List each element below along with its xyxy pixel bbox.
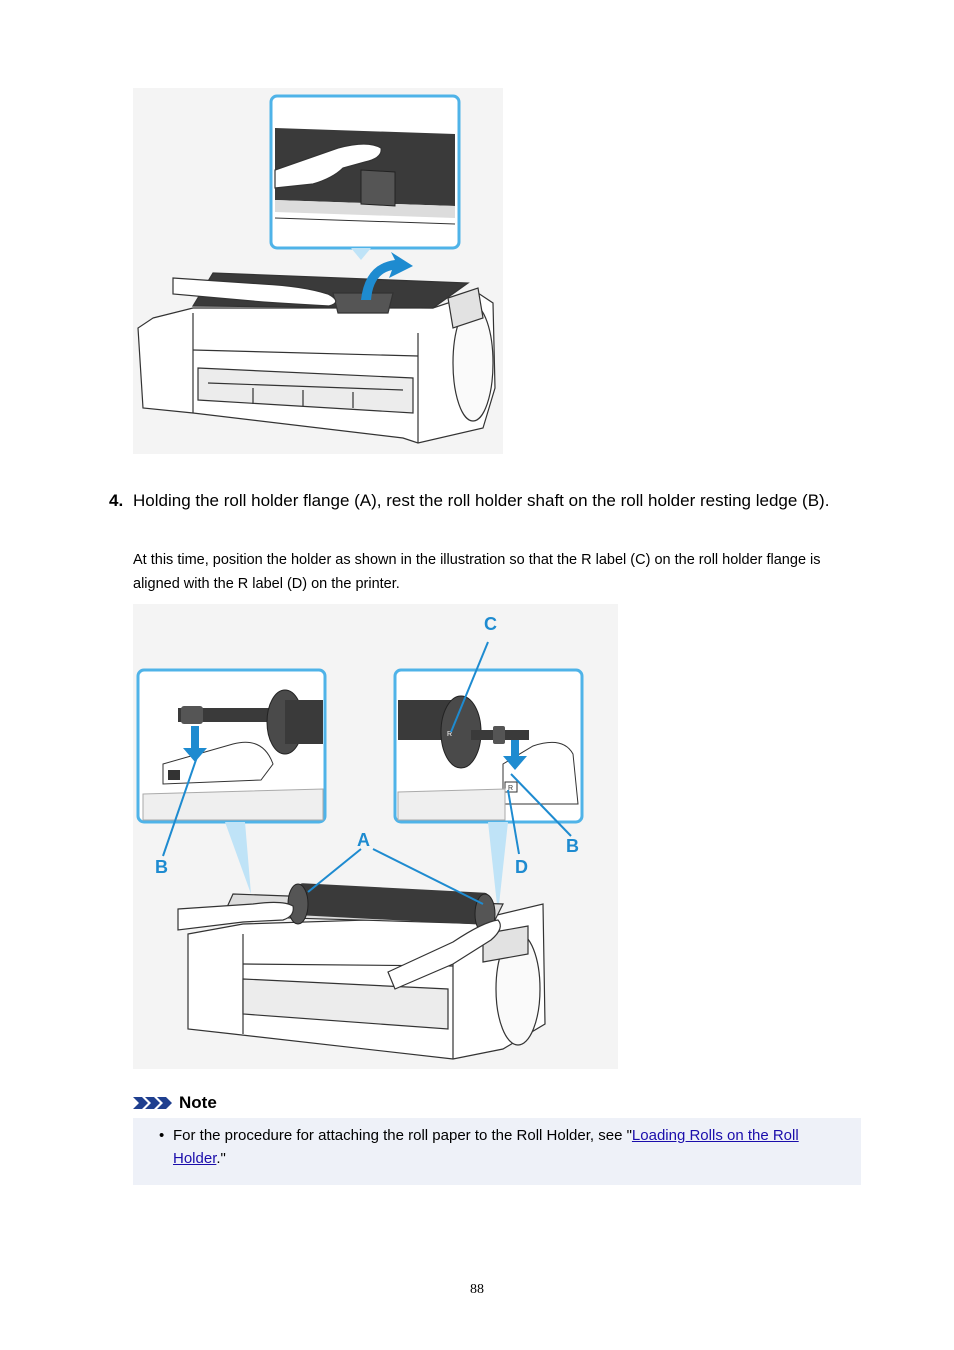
note-label: Note xyxy=(179,1093,217,1113)
step-instruction: Holding the roll holder flange (A), rest… xyxy=(133,487,849,514)
inset-drawing xyxy=(275,128,455,224)
illustration-rest-roll-holder: R R C A B B D xyxy=(133,604,618,1069)
page-number: 88 xyxy=(0,1282,954,1298)
callout-c: C xyxy=(484,614,497,634)
callout-a: A xyxy=(357,830,370,850)
step-detail: At this time, position the holder as sho… xyxy=(133,548,849,596)
callout-d: D xyxy=(515,857,528,877)
note-item: For the procedure for attaching the roll… xyxy=(173,1124,843,1170)
step-4: 4. Holding the roll holder flange (A), r… xyxy=(109,487,849,514)
callout-b-right: B xyxy=(566,836,579,856)
note-text-before: For the procedure for attaching the roll… xyxy=(173,1127,632,1144)
note-bullet: • xyxy=(159,1124,164,1147)
note-heading: Note xyxy=(133,1091,217,1115)
illustration-open-top-cover xyxy=(133,88,503,454)
note-box: • For the procedure for attaching the ro… xyxy=(133,1118,861,1185)
note-chevrons-icon xyxy=(133,1095,173,1111)
note-text-after: ." xyxy=(216,1150,226,1167)
step-number: 4. xyxy=(109,487,123,514)
callout-b-left: B xyxy=(155,857,168,877)
